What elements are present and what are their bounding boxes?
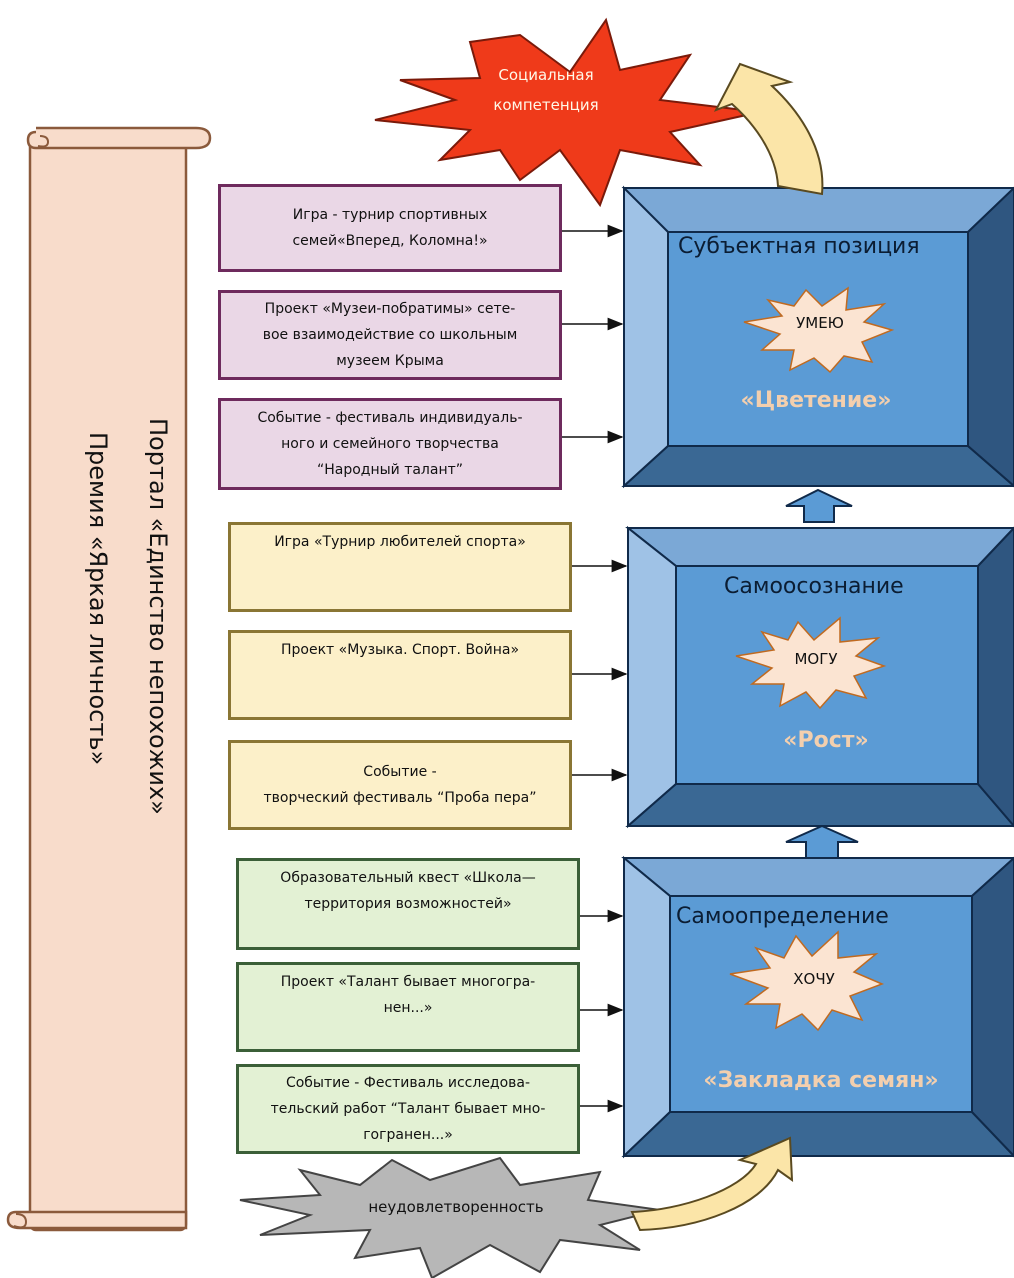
stage-1-title: Субъектная позиция	[678, 234, 920, 259]
activity-line: гогранен...»	[363, 1127, 453, 1143]
activity-line: творческий фестиваль “Проба пера”	[263, 790, 537, 806]
stage-star-3	[729, 930, 885, 1032]
top-explosion-star	[374, 17, 761, 208]
activity-line: Событие - Фестиваль исследова-	[285, 1075, 531, 1091]
up-arrow-3-to-2	[785, 824, 859, 859]
activity-box: Игра - турнир спортивных семей«Вперед, К…	[218, 184, 562, 272]
activity-box: Игра «Турнир любителей спорта»	[228, 522, 572, 612]
activity-line: Проект «Музыка. Спорт. Война»	[280, 642, 520, 658]
top-star-line2: компетенция	[493, 96, 599, 114]
stage-2-star-label: МОГУ	[794, 650, 838, 668]
curved-arrow-bottom	[630, 1136, 794, 1232]
stage-1-star-label: УМЕЮ	[796, 314, 844, 332]
activity-line: вое взаимодействие со школьным	[262, 327, 518, 343]
stage-1-phase: «Цветение»	[740, 388, 892, 413]
activity-line: Событие -	[363, 764, 437, 780]
stage-3-phase: «Закладка семян»	[703, 1068, 939, 1093]
bottom-explosion-star	[239, 1156, 661, 1278]
stage-2-title: Самоосознание	[724, 574, 904, 599]
activity-box: Событие - фестиваль индивидуаль- ного и …	[218, 398, 562, 490]
curved-arrow-top	[713, 62, 824, 196]
activity-box: Событие - Фестиваль исследова- тельский …	[236, 1064, 580, 1154]
activity-line: Проект «Талант бывает многогра-	[280, 974, 536, 990]
activity-line: Игра «Турнир любителей спорта»	[274, 534, 526, 550]
bottom-star-label: неудовлетворенность	[368, 1198, 544, 1216]
up-arrow-2-to-1	[785, 488, 853, 523]
stage-star-2	[735, 616, 887, 710]
activity-line: Образовательный квест «Школа—	[280, 870, 536, 886]
activity-box: Событие - творческий фестиваль “Проба пе…	[228, 740, 572, 830]
stage-2-phase: «Рост»	[783, 728, 869, 753]
activity-line: семей«Вперед, Коломна!»	[292, 233, 488, 249]
scroll-banner	[6, 126, 212, 1232]
activity-line: музеем Крыма	[336, 353, 444, 369]
activity-box: Проект «Талант бывает многогра- нен...»	[236, 962, 580, 1052]
activity-line: Проект «Музеи-побратимы» сете-	[264, 301, 516, 317]
activity-line: “Народный талант”	[316, 462, 464, 478]
activity-box: Проект «Музеи-побратимы» сете- вое взаим…	[218, 290, 562, 380]
activity-box: Образовательный квест «Школа— территория…	[236, 858, 580, 950]
scroll-title: Портал «Единство непохожих»	[144, 418, 172, 815]
activity-line: Игра - турнир спортивных	[292, 207, 488, 223]
activity-box: Проект «Музыка. Спорт. Война»	[228, 630, 572, 720]
activity-line: нен...»	[383, 1000, 433, 1016]
activity-line: Событие - фестиваль индивидуаль-	[257, 410, 523, 426]
connector-arrows	[560, 224, 628, 1113]
activity-line: тельский работ “Талант бывает мно-	[270, 1101, 546, 1117]
stage-star-1	[743, 286, 895, 374]
scroll-subtitle: Премия «Яркая личность»	[84, 432, 112, 766]
stage-3-star-label: ХОЧУ	[793, 970, 835, 988]
activity-line: территория возможностей»	[304, 896, 512, 912]
activity-line: ного и семейного творчества	[281, 436, 499, 452]
stage-3-title: Самоопределение	[676, 904, 889, 929]
top-star-line1: Социальная	[498, 66, 594, 84]
